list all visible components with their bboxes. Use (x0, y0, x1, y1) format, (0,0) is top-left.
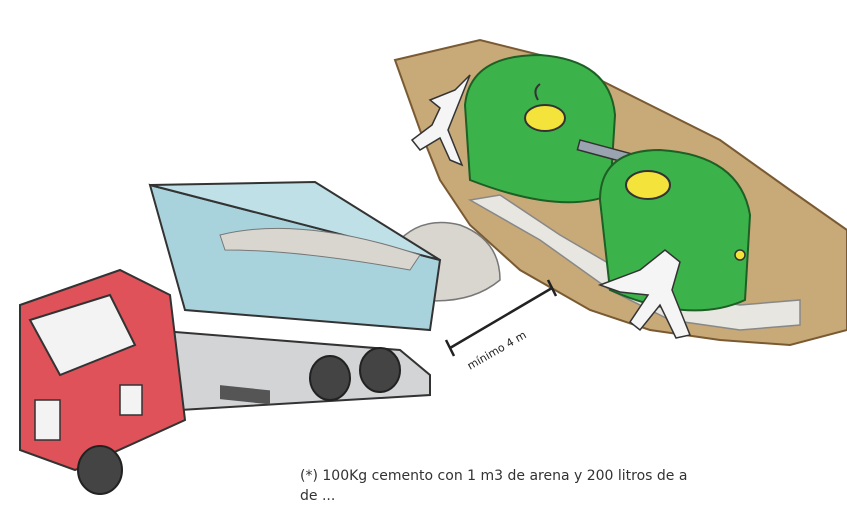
footnote-line-2: de ... (300, 488, 336, 504)
worker-figure-1 (410, 74, 471, 167)
dump-truck (19, 180, 442, 495)
worker-figure-2 (597, 249, 692, 339)
septic-tank-1 (463, 53, 617, 204)
footnote: (*) 100Kg cemento con 1 m3 de arena y 20… (300, 466, 847, 506)
footnote-line-1: (*) 100Kg cemento con 1 m3 de arena y 20… (300, 468, 688, 484)
